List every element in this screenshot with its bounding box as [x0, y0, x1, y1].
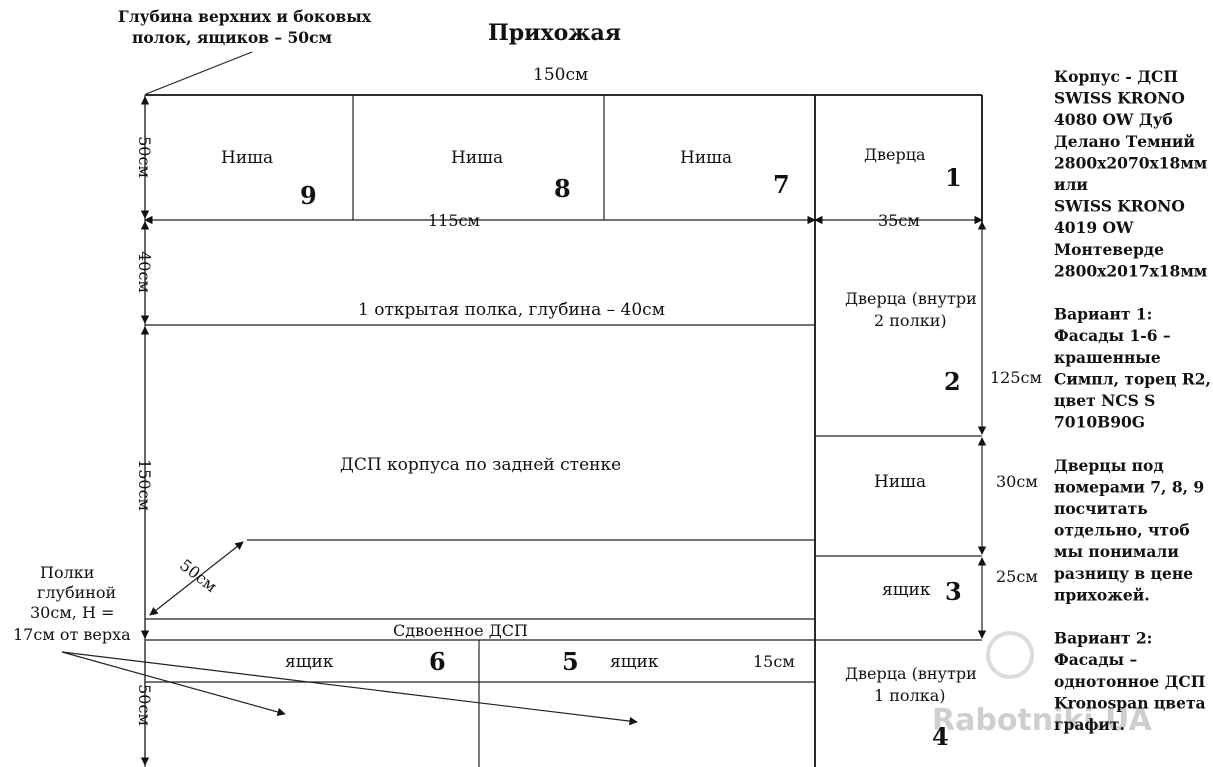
drawer-5-label: ящик — [610, 652, 659, 672]
number-5: 5 — [562, 647, 579, 676]
width-left-label: 115см — [428, 211, 480, 230]
watermark: Rabotniki.UA — [932, 631, 1152, 738]
side-note-line: 4080 OW Дуб — [1054, 110, 1173, 129]
number-2: 2 — [944, 367, 961, 396]
side-note-line: SWISS KRONO — [1054, 197, 1185, 216]
side-note-line: крашенные — [1054, 348, 1161, 367]
height-bottom-label: 50см — [135, 684, 154, 726]
side-note-line: Вариант 1: — [1054, 305, 1152, 324]
page-title: Прихожая — [488, 20, 621, 46]
depth-note-line-2: полок, ящиков – 50см — [132, 28, 332, 47]
side-note-line: номерами 7, 8, 9 — [1054, 477, 1204, 496]
side-note-line: 7010B90G — [1054, 413, 1145, 432]
svg-text:Полки: Полки — [40, 563, 94, 582]
drawer-6-label: ящик — [285, 652, 334, 672]
side-note-line: Корпус - ДСП — [1054, 67, 1178, 86]
side-note-line: мы понимали — [1054, 542, 1179, 561]
side-note-line: 2800х2070х18мм — [1054, 153, 1207, 172]
height-2-label: 125см — [990, 368, 1042, 387]
side-note-line: 2800х2017х18мм — [1054, 261, 1207, 280]
niche-right-label: Ниша — [874, 472, 926, 492]
side-note-line: Делано Темний — [1054, 132, 1195, 151]
watermark-text: Rabotniki.UA — [932, 703, 1152, 738]
side-note-line: прихожей. — [1054, 585, 1150, 604]
niche-9-label: Ниша — [221, 148, 273, 168]
width-total-label: 150см — [533, 65, 588, 85]
svg-text:30см, Н =: 30см, Н = — [30, 603, 114, 622]
number-8: 8 — [554, 174, 571, 203]
side-note-line: Фасады – — [1054, 650, 1137, 669]
side-note-line: Вариант 2: — [1054, 629, 1152, 648]
side-note-line: разницу в цене — [1054, 564, 1193, 583]
number-9: 9 — [300, 181, 317, 210]
side-note-line: цвет NCS S — [1054, 391, 1155, 410]
door-4-label-line-1: Дверца (внутри — [845, 664, 977, 683]
number-7: 7 — [773, 170, 790, 199]
side-note-line: Монтеверде — [1054, 240, 1164, 259]
side-note-line: или — [1054, 175, 1088, 194]
door-2-label-line-2: 2 полки) — [874, 311, 947, 330]
side-note-line: однотонное ДСП — [1054, 672, 1205, 691]
side-notes: Корпус - ДСП SWISS KRONO 4080 OW ДубДелано… — [1054, 67, 1211, 734]
height-niche-label: 30см — [996, 472, 1038, 491]
shelf-15-label: 15см — [753, 652, 795, 671]
back-panel-label: ДСП корпуса по задней стенке — [340, 455, 621, 475]
height-top-label: 50см — [135, 136, 154, 178]
niche-7-label: Ниша — [680, 148, 732, 168]
dimension-lines — [61, 95, 987, 767]
depth-note-leader — [145, 51, 253, 95]
side-note-line: SWISS KRONO — [1054, 89, 1185, 108]
open-shelf-label: 1 открытая полка, глубина – 40см — [358, 300, 665, 320]
double-dsp-label: Сдвоенное ДСП — [393, 621, 528, 640]
side-note-line: отдельно, чтоб — [1054, 521, 1190, 540]
cabinet-frame — [145, 94, 983, 767]
number-4: 4 — [932, 722, 949, 751]
drawer-3-label: ящик — [882, 580, 931, 600]
height-open-label: 40см — [135, 251, 154, 293]
door-2-label-line-1: Дверца (внутри — [845, 289, 977, 308]
door-1-label: Дверца — [864, 145, 926, 164]
side-note-line: посчитать — [1054, 499, 1148, 518]
side-note-line: графит. — [1054, 715, 1125, 734]
number-6: 6 — [429, 647, 446, 676]
number-1: 1 — [945, 163, 962, 192]
depth-note-line-1: Глубина верхних и боковых — [118, 7, 372, 26]
side-note-line: Kronospan цвета — [1054, 693, 1206, 712]
width-right-label: 35см — [878, 211, 920, 230]
side-note-line: 4019 OW — [1054, 218, 1134, 237]
height-drawer3-label: 25см — [996, 567, 1038, 586]
shelves-note: Полки глубиной 30см, Н = 17см от верха — [13, 563, 131, 644]
door-4-label-line-2: 1 полка) — [874, 686, 946, 705]
side-note-line: Симпл, торец R2, — [1054, 369, 1211, 388]
number-3: 3 — [945, 577, 962, 606]
side-note-line: Дверцы под — [1054, 456, 1164, 475]
svg-text:глубиной: глубиной — [37, 583, 116, 602]
height-mid-label: 150см — [135, 459, 154, 511]
side-note-line: Фасады 1-6 – — [1054, 326, 1171, 345]
niche-8-label: Ниша — [451, 148, 503, 168]
svg-text:17см от верха: 17см от верха — [13, 625, 131, 644]
